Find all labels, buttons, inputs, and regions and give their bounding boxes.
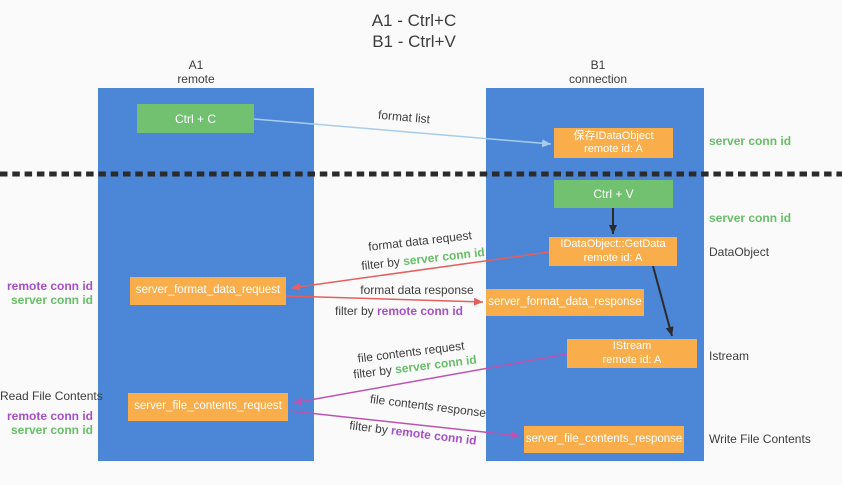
getdata-to-istream-arrow (652, 265, 674, 337)
lifeline-b1-id: B1 (590, 58, 606, 72)
istream-annotation: Istream (709, 349, 750, 363)
save-idataobject-remote-id: remote id: A (584, 143, 643, 155)
format-data-response-arrow (285, 295, 484, 306)
ctrl-c-action-box: Ctrl + C (137, 104, 254, 133)
format-list-arrow (253, 118, 552, 148)
file-conn-id-annotations: remote conn id server conn id (0, 409, 93, 437)
server-file-contents-request-box: server_file_contents_request (128, 393, 288, 421)
idataobject-getdata-box: IDataObject::GetData remote id: A (549, 237, 677, 266)
server-format-data-response-box: server_format_data_response (486, 289, 644, 316)
lifeline-a1-id: A1 (188, 58, 204, 72)
read-file-contents-annotation: Read File Contents (0, 389, 103, 403)
file-contents-request-arrow (292, 353, 568, 406)
lifeline-header-a1: A1 remote (136, 58, 256, 86)
dataobject-annotation: DataObject (709, 245, 770, 259)
server-file-contents-response-box: server_file_contents_response (524, 426, 684, 453)
lifeline-header-b1: B1 connection (538, 58, 658, 86)
save-idataobject-box: 保存IDataObject remote id: A (554, 128, 673, 158)
istream-title: IStream (612, 340, 652, 352)
getdata-title: IDataObject::GetData (560, 238, 666, 250)
format-data-request-arrow (290, 251, 550, 291)
save-idataobject-title: 保存IDataObject (573, 129, 654, 142)
filter-by-text: filter by (334, 304, 377, 318)
server-format-data-request-box: server_format_data_request (130, 277, 286, 305)
istream-box: IStream remote id: A (567, 339, 697, 368)
istream-remote-id: remote id: A (602, 353, 662, 366)
format-data-response-label: format data response (360, 283, 474, 297)
title-line-b1: B1 - Ctrl+V (372, 32, 456, 51)
remote-conn-id-key: remote conn id (377, 304, 464, 318)
format-conn-id-annotations: remote conn id server conn id (0, 279, 93, 307)
format-response-filter-label: filter by remote conn id (335, 304, 463, 318)
server-conn-id-annotation: server conn id (10, 423, 93, 437)
diagram-title: A1 - Ctrl+C B1 - Ctrl+V (314, 10, 514, 52)
getdata-remote-id: remote id: A (583, 251, 643, 264)
server-conn-id-annotation: server conn id (10, 293, 93, 307)
ctrl-v-action-box: Ctrl + V (554, 180, 673, 208)
remote-conn-id-annotation: remote conn id (6, 279, 93, 293)
server-conn-id-annotation-top: server conn id (709, 134, 792, 148)
file-contents-response-arrow (289, 410, 521, 440)
lifeline-b1-role: connection (568, 72, 628, 86)
write-file-contents-annotation: Write File Contents (709, 432, 811, 446)
title-line-a1: A1 - Ctrl+C (371, 11, 457, 30)
remote-conn-id-annotation: remote conn id (6, 409, 93, 423)
server-conn-id-annotation-mid: server conn id (709, 211, 792, 225)
lifeline-a1-role: remote (177, 72, 215, 86)
